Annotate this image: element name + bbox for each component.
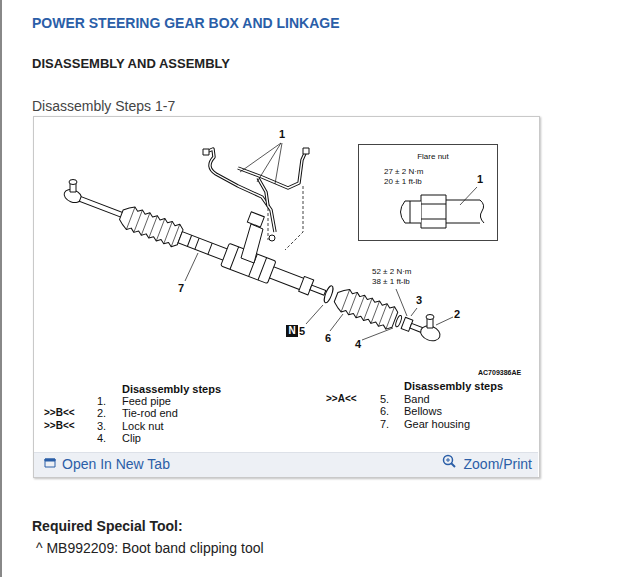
step-name: Lock nut — [122, 420, 164, 433]
new-part-letter: N — [288, 326, 295, 336]
torque-spec: 27 ± 2 N·m — [384, 167, 424, 176]
callout-number: 3 — [416, 294, 422, 307]
reference-mark: >>A<< — [326, 393, 357, 405]
torque-spec: 52 ± 2 N·m — [372, 267, 412, 276]
callout-number: 1 — [279, 128, 285, 141]
reference-mark: >>B<< — [44, 407, 75, 419]
callout-number: 1 — [477, 173, 483, 186]
step-number: 4. — [97, 432, 106, 445]
step-number: 3. — [97, 420, 106, 433]
figure-heading: Disassembly Steps 1-7 — [32, 98, 175, 114]
section-heading: DISASSEMBLY AND ASSEMBLY — [32, 57, 230, 72]
note-heading: Required Special Tool: — [32, 518, 183, 534]
callout-number: 4 — [355, 338, 361, 351]
note-text: ^ MB992209: Boot band clipping tool — [36, 540, 264, 556]
step-name: Feed pipe — [122, 395, 171, 408]
flare-nut-drawing — [401, 195, 485, 228]
step-name: Tie-rod end — [122, 407, 178, 420]
gear-housing-drawing — [60, 182, 444, 348]
new-part-mark: N — [286, 325, 298, 337]
step-number: 1. — [97, 395, 106, 408]
page-edge-bar — [0, 0, 2, 577]
step-number: 7. — [380, 418, 389, 431]
step-name: Clip — [122, 432, 141, 445]
step-number: 5. — [380, 393, 389, 406]
figure-toolbar: Open In New Tab Zoom/Print — [34, 452, 538, 478]
figure-code: AC709386AE — [478, 369, 521, 377]
inset-title: Flare nut — [417, 152, 449, 161]
callout-number: 6 — [325, 332, 331, 345]
link-text: Open In New Tab — [62, 456, 170, 472]
pinion-housing — [241, 212, 275, 263]
assembly-dashed-lines — [268, 186, 303, 250]
step-name: Bellows — [404, 405, 442, 418]
torque-spec: 38 ± 1 ft-lb — [372, 277, 410, 286]
list-heading: Disassembly steps — [404, 380, 503, 393]
list-heading: Disassembly steps — [122, 383, 221, 396]
callout-number: 2 — [454, 308, 460, 321]
callout-number: 5 — [299, 325, 305, 338]
callout-number: 7 — [178, 282, 184, 295]
reference-mark: >>B<< — [44, 420, 75, 432]
leader-lines — [185, 143, 477, 340]
step-number: 6. — [380, 405, 389, 418]
step-name: Band — [404, 393, 430, 406]
torque-spec: 20 ± 1 ft-lb — [384, 177, 422, 186]
flare-nut-inset: Flare nut 27 ± 2 N·m20 ± 1 ft-lb 1 — [358, 144, 498, 241]
link-text: Zoom/Print — [464, 456, 532, 472]
step-number: 2. — [97, 407, 106, 420]
ball-studs — [69, 180, 434, 329]
page-title: POWER STEERING GEAR BOX AND LINKAGE — [32, 15, 340, 31]
step-name: Gear housing — [404, 418, 470, 431]
